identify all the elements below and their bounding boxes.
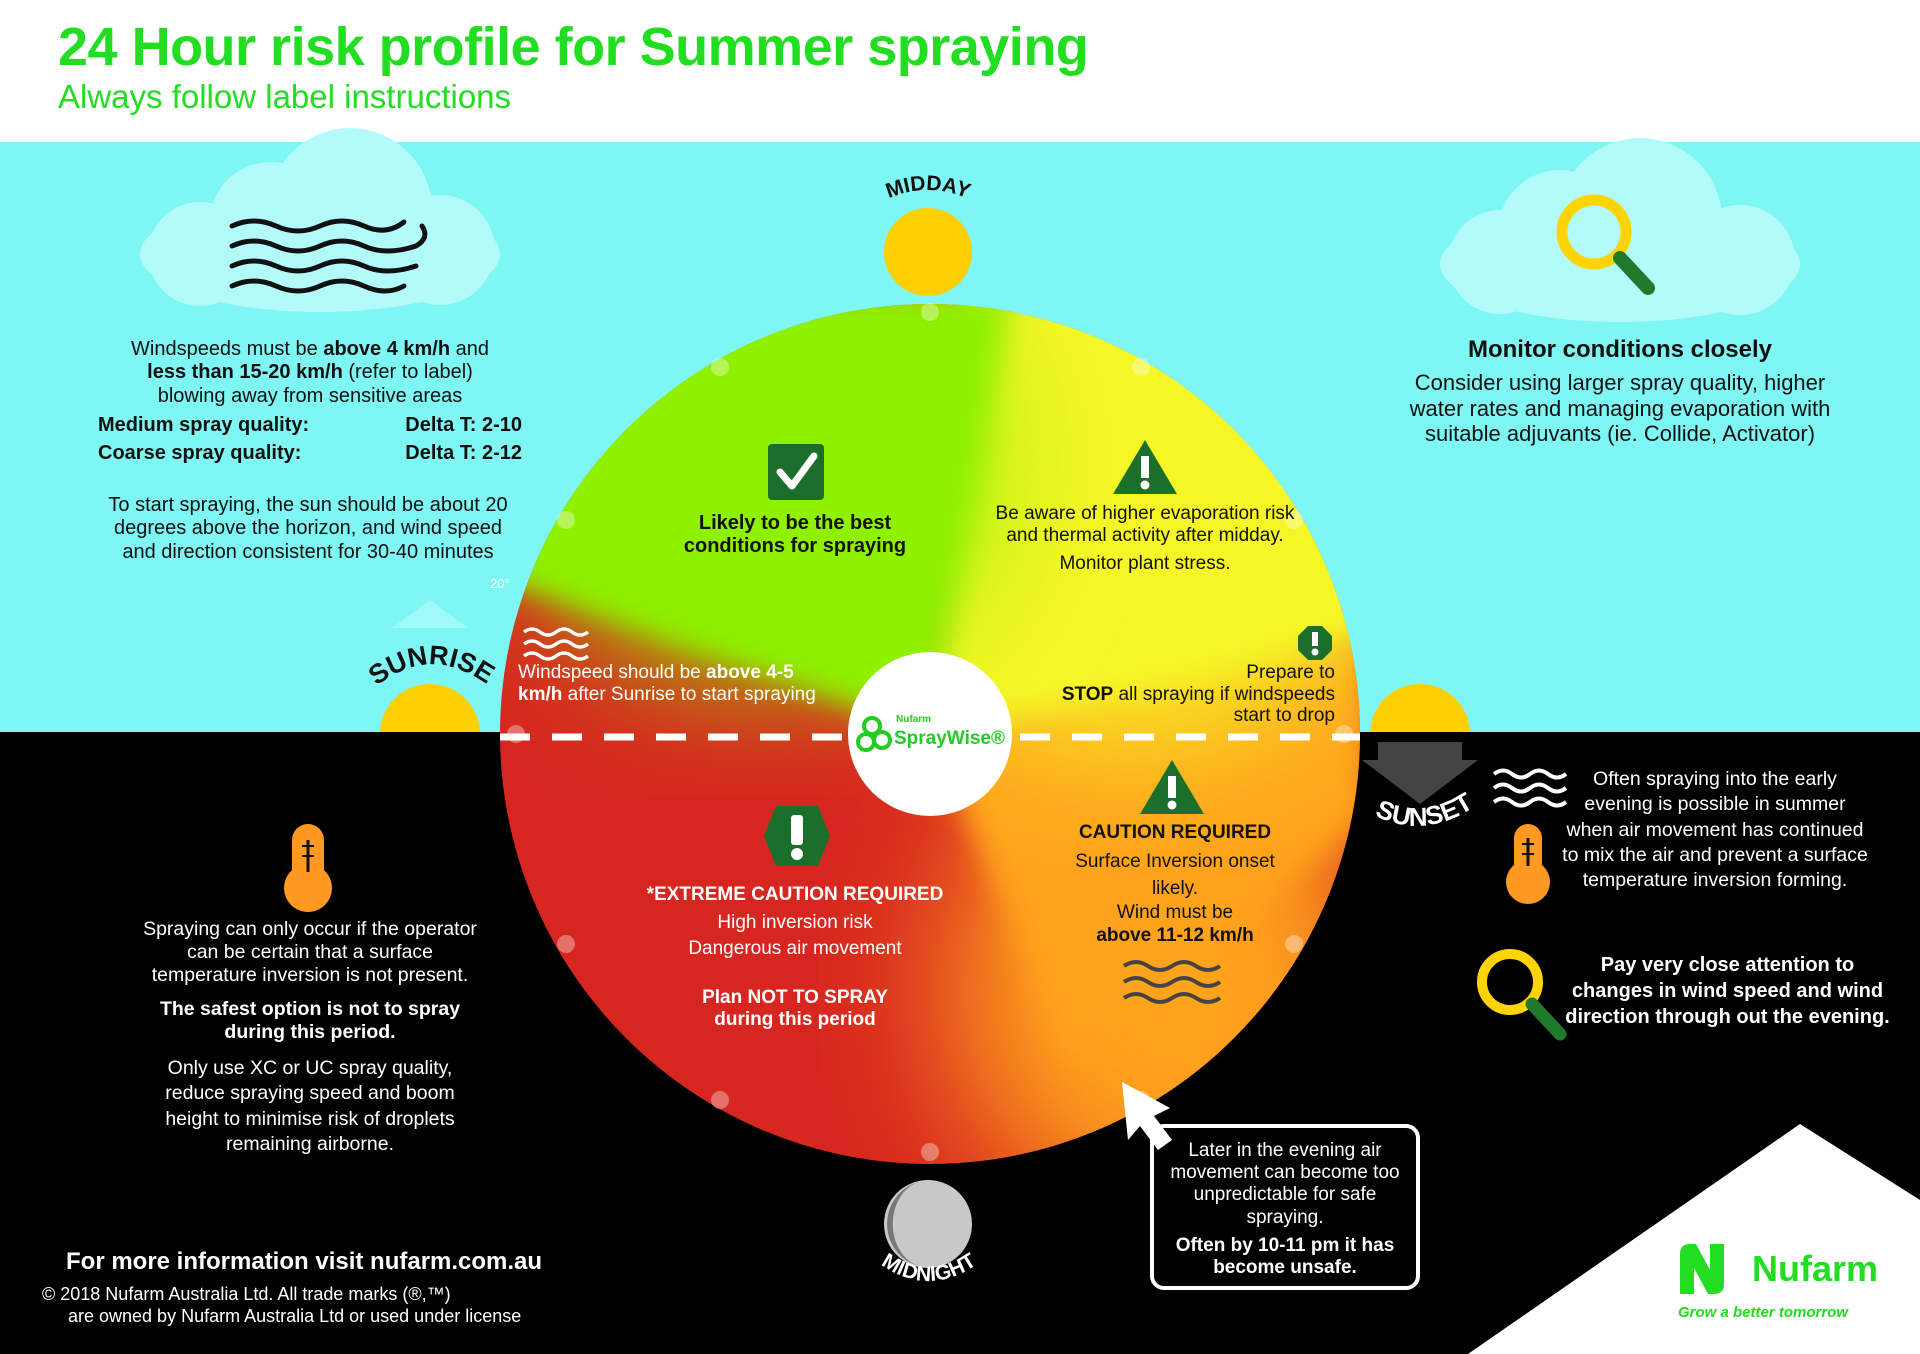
thermometer-icon-left [284, 824, 332, 912]
cloud-right [1440, 138, 1800, 322]
attention-info-text: Pay very close attention to changes in w… [1565, 954, 1890, 1028]
warning-octagon-icon [764, 806, 830, 866]
quality-row-medium: Medium spray quality:Delta T: 2-10 [98, 414, 522, 437]
wind-icon-evening [1122, 960, 1222, 1004]
thermometer-icon-right [1506, 824, 1550, 904]
check-icon [768, 444, 824, 500]
header-band [0, 0, 1920, 142]
sunset-arrow-icon [1362, 742, 1478, 804]
inversion-info-block: Spraying can only occur if the operator … [143, 918, 477, 1156]
midday-label: MIDDAY [883, 172, 974, 203]
sunrise-label: SUNRISE [363, 640, 500, 691]
sun-angle-icon [392, 600, 468, 628]
nufarm-logo-icon [1680, 1244, 1724, 1294]
wind-info-line3: blowing away from sensitive areas [157, 384, 463, 407]
midday-sun-icon [884, 208, 972, 296]
page-title: 24 Hour risk profile for Summer spraying [58, 17, 1089, 77]
more-info-link[interactable]: For more information visit nufarm.com.au [66, 1248, 543, 1275]
wind-info-line2: less than 15-20 km/h (refer to label) [147, 361, 473, 384]
afternoon-risk-text: Be aware of higher evaporation risk and … [995, 503, 1295, 575]
magnifier-icon-evening [1477, 949, 1567, 1041]
wind-icon-sunrise [522, 627, 590, 661]
brand-tagline: Grow a better tomorrow [1678, 1304, 1849, 1321]
wind-icon-right [1492, 768, 1568, 808]
warning-icon-evening [1140, 760, 1204, 814]
sun-angle-label: 20° [490, 576, 510, 591]
wind-info-line1: Windspeeds must be above 4 km/h and [131, 338, 489, 360]
sunrise-info-text: To start spraying, the sun should be abo… [108, 494, 508, 563]
extreme-caution-text: *EXTREME CAUTION REQUIRED High inversion… [646, 884, 944, 1030]
warning-octagon-small-icon [1298, 626, 1332, 660]
monitor-title: Monitor conditions closely [1467, 336, 1773, 363]
page-subtitle: Always follow label instructions [58, 78, 512, 115]
evening-info-text: Often spraying into the early evening is… [1562, 768, 1868, 892]
moon-icon [884, 1180, 972, 1268]
sunrise-wind-text: Windspeed should be above 4-5 km/h after… [518, 662, 816, 705]
brand-name: Nufarm [1752, 1248, 1879, 1289]
logo-name-text: SprayWise® [894, 728, 1005, 749]
magnifier-icon [1556, 194, 1655, 295]
hour-dots [507, 303, 1353, 1161]
spraywise-logo [848, 652, 1012, 816]
brand-corner-shape [1468, 1124, 1920, 1354]
wind-info-block: Windspeeds must be above 4 km/h and less… [90, 338, 530, 465]
logo-small-text: Nufarm [896, 714, 931, 725]
caution-required-text: CAUTION REQUIRED Surface Inversion onset… [1075, 822, 1275, 946]
spraywise-leaf-icon [856, 716, 892, 752]
wind-icon [229, 218, 428, 294]
quality-row-coarse: Coarse spray quality:Delta T: 2-12 [98, 441, 522, 464]
warning-icon-afternoon [1113, 440, 1177, 494]
best-conditions-text: Likely to be the best conditions for spr… [683, 512, 907, 558]
monitor-body: Consider using larger spray quality, hig… [1409, 370, 1831, 447]
copyright-text: © 2018 Nufarm Australia Ltd. All trade m… [42, 1284, 522, 1326]
late-evening-callout: Later in the evening air movement can be… [1150, 1124, 1420, 1290]
